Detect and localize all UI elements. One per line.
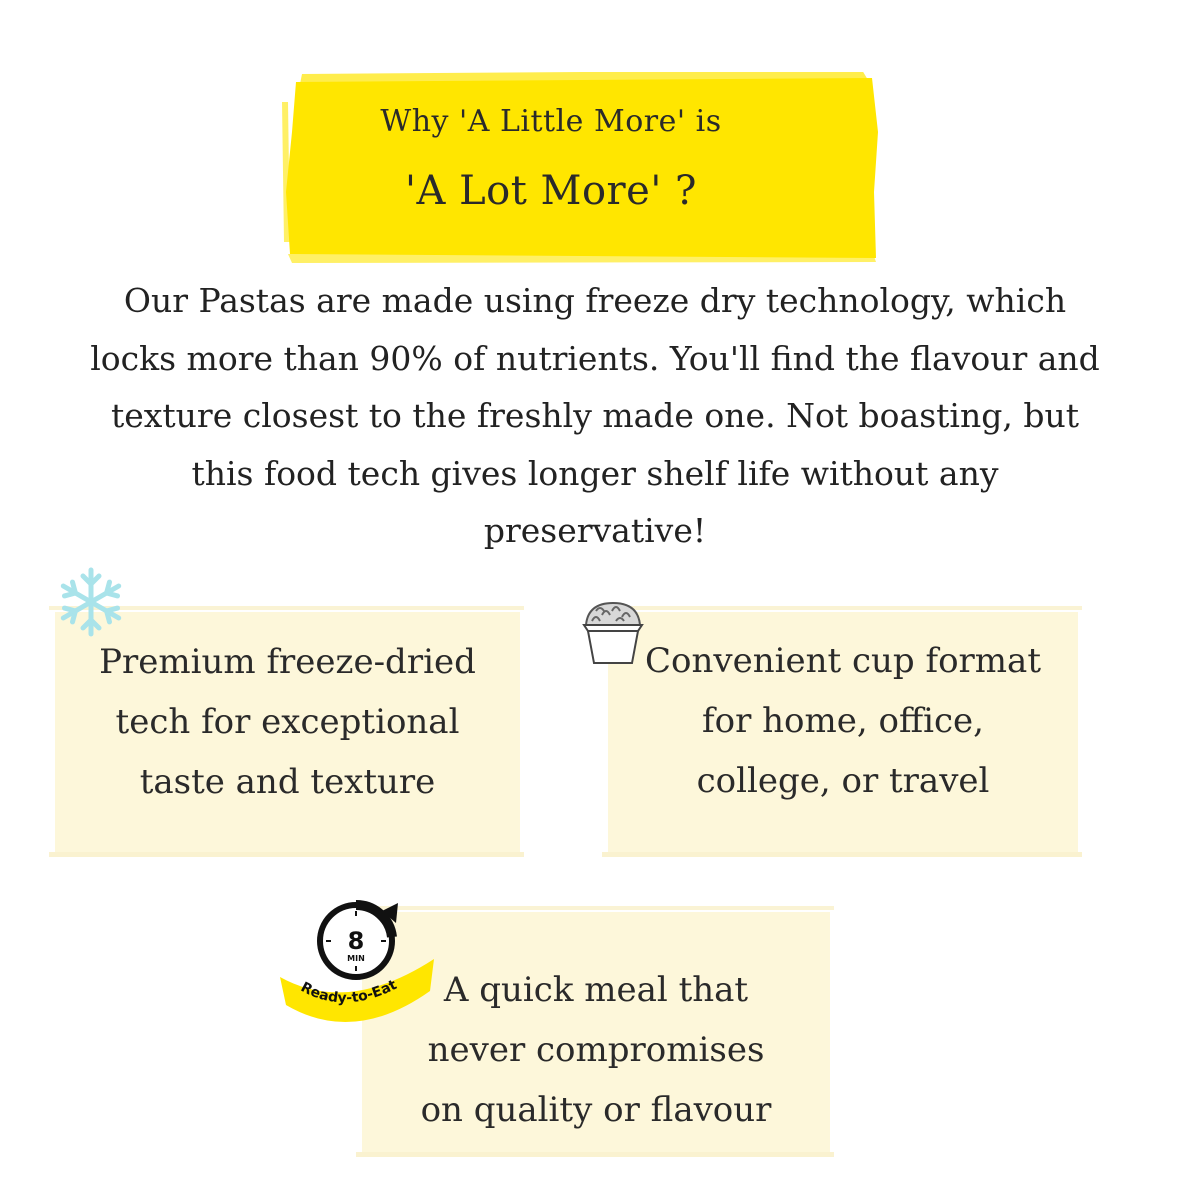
- title-banner: Why 'A Little More' is 'A Lot More' ?: [282, 72, 880, 264]
- snowflake-icon: [60, 567, 122, 637]
- title-line-2: 'A Lot More' ?: [404, 168, 698, 214]
- feature-line: for home, office,: [702, 701, 984, 741]
- feature-text: Premium freeze-dried tech for exceptiona…: [99, 632, 476, 812]
- timer-icon: 8 MIN Ready-to-Eat: [280, 899, 434, 1023]
- feature-line: college, or travel: [696, 761, 990, 801]
- feature-line: taste and texture: [139, 762, 436, 802]
- feature-card-freeze-dried: Premium freeze-dried tech for exceptiona…: [49, 606, 524, 857]
- feature-line: never compromises: [427, 1030, 765, 1070]
- feature-card-cup-format: Convenient cup format for home, office, …: [602, 606, 1082, 857]
- badge-number: 8: [348, 927, 365, 955]
- ready-banner: [280, 959, 434, 1023]
- title-highlight: [282, 72, 878, 263]
- feature-text: Convenient cup format for home, office, …: [645, 631, 1041, 811]
- feature-line: A quick meal that: [443, 970, 749, 1010]
- title-line-1: Why 'A Little More' is: [380, 104, 722, 139]
- feature-line: Premium freeze-dried: [99, 642, 476, 682]
- feature-line: tech for exceptional: [115, 702, 460, 742]
- pasta-cup-icon: [582, 601, 644, 664]
- feature-text: A quick meal that never compromises on q…: [421, 960, 772, 1140]
- feature-line: on quality or flavour: [420, 1090, 772, 1130]
- badge-unit: MIN: [347, 954, 365, 963]
- feature-card-quick-meal: A quick meal that never compromises on q…: [356, 906, 834, 1157]
- feature-line: Convenient cup format: [645, 641, 1041, 681]
- intro-paragraph: Our Pastas are made using freeze dry tec…: [90, 281, 1100, 550]
